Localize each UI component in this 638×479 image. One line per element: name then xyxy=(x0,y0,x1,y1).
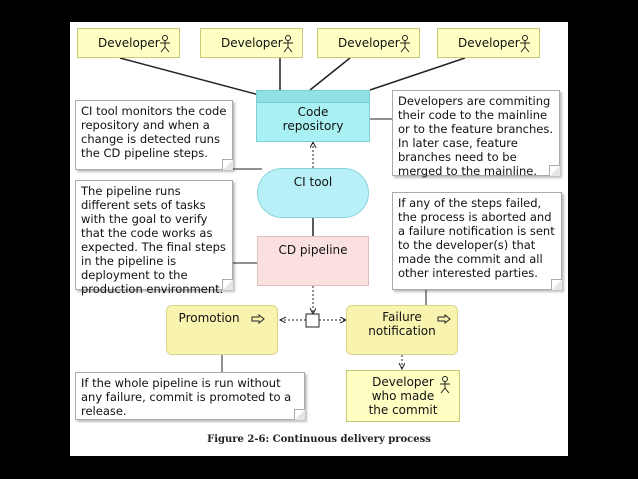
note-pipeline-tasks-text: The pipeline runs different sets of task… xyxy=(81,184,226,296)
failure-notification-label: Failure notification xyxy=(368,310,436,338)
developer-label: Developer xyxy=(221,36,283,50)
ci-tool-label: CI tool xyxy=(293,175,333,189)
developer-label: Developer xyxy=(458,36,520,50)
code-repository-node: Code repository xyxy=(256,90,370,142)
developer-label: Developer xyxy=(338,36,400,50)
person-icon xyxy=(160,35,170,53)
line-developer-4 xyxy=(369,57,466,91)
note-fold xyxy=(549,165,560,176)
diagram-canvas: Developer Developer Developer Developer … xyxy=(70,22,568,456)
developer-actor-2: Developer xyxy=(200,28,303,58)
note-failed-steps: If any of the steps failed, the process … xyxy=(392,192,562,290)
developer-actor-4: Developer xyxy=(437,28,540,58)
decision-node xyxy=(305,313,320,328)
person-icon xyxy=(283,35,293,53)
connector-lines xyxy=(119,57,466,372)
note-pipeline-tasks: The pipeline runs different sets of task… xyxy=(75,180,233,296)
note-fold xyxy=(551,279,562,290)
person-icon xyxy=(400,35,410,53)
repository-label: Code repository xyxy=(282,105,344,133)
figure-caption: Figure 2-6: Continuous delivery process xyxy=(207,434,431,445)
note-fold xyxy=(222,279,233,290)
promotion-node: Promotion xyxy=(166,305,278,355)
note-developers-commit: Developers are commiting their code to t… xyxy=(392,90,560,178)
note-failed-steps-text: If any of the steps failed, the process … xyxy=(398,196,555,280)
note-fold xyxy=(222,159,233,170)
arrow-right-outline-icon xyxy=(437,314,451,324)
developer-commit-actor: Developer who made the commit xyxy=(346,370,460,422)
line-developer-3 xyxy=(309,57,351,91)
repository-header-bar xyxy=(257,91,369,103)
note-promoted-text: If the whole pipeline is run without any… xyxy=(81,376,292,418)
note-promoted: If the whole pipeline is run without any… xyxy=(75,372,305,420)
cd-pipeline-node: CD pipeline xyxy=(257,236,369,286)
promotion-label: Promotion xyxy=(178,311,240,325)
failure-notification-node: Failure notification xyxy=(346,305,458,355)
person-icon xyxy=(440,376,450,394)
person-icon xyxy=(520,35,530,53)
developer-actor-3: Developer xyxy=(317,28,420,58)
developer-actor-1: Developer xyxy=(77,28,180,58)
note-developers-commit-text: Developers are commiting their code to t… xyxy=(398,94,554,178)
note-ci-monitor-text: CI tool monitors the code repository and… xyxy=(81,104,227,160)
ci-tool-node: CI tool xyxy=(257,168,369,218)
line-developer-1 xyxy=(119,57,279,101)
developer-commit-label: Developer who made the commit xyxy=(368,375,438,417)
developer-label: Developer xyxy=(98,36,160,50)
note-fold xyxy=(294,409,305,420)
note-ci-monitor: CI tool monitors the code repository and… xyxy=(75,100,233,170)
arrow-right-outline-icon xyxy=(251,313,266,324)
cd-pipeline-label: CD pipeline xyxy=(278,243,348,257)
